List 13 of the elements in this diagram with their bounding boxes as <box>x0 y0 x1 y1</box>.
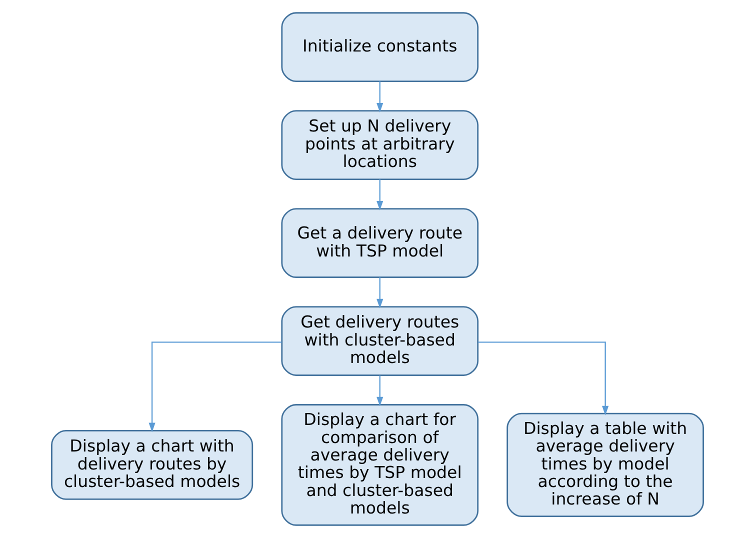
node-box: Set up N delivery points at arbitrary locations <box>280 110 478 180</box>
node-box: Initialize constants <box>280 12 478 82</box>
arrow <box>376 179 383 210</box>
node-box: Display a chart for comparison of average delivery times by TSP model and cluster-based models <box>280 404 478 526</box>
arrow <box>478 342 608 416</box>
node-box: Display a chart with delivery routes by cluster-based models <box>50 430 253 500</box>
arrow <box>376 81 383 112</box>
arrow <box>148 342 282 432</box>
arrow <box>376 376 383 406</box>
node-box: Display a table with average delivery times by model according to the increase of N <box>506 412 704 517</box>
node-box: Get a delivery route with TSP model <box>280 208 478 278</box>
node-box: Get delivery routes with cluster-based models <box>280 306 478 376</box>
arrow <box>376 277 383 308</box>
